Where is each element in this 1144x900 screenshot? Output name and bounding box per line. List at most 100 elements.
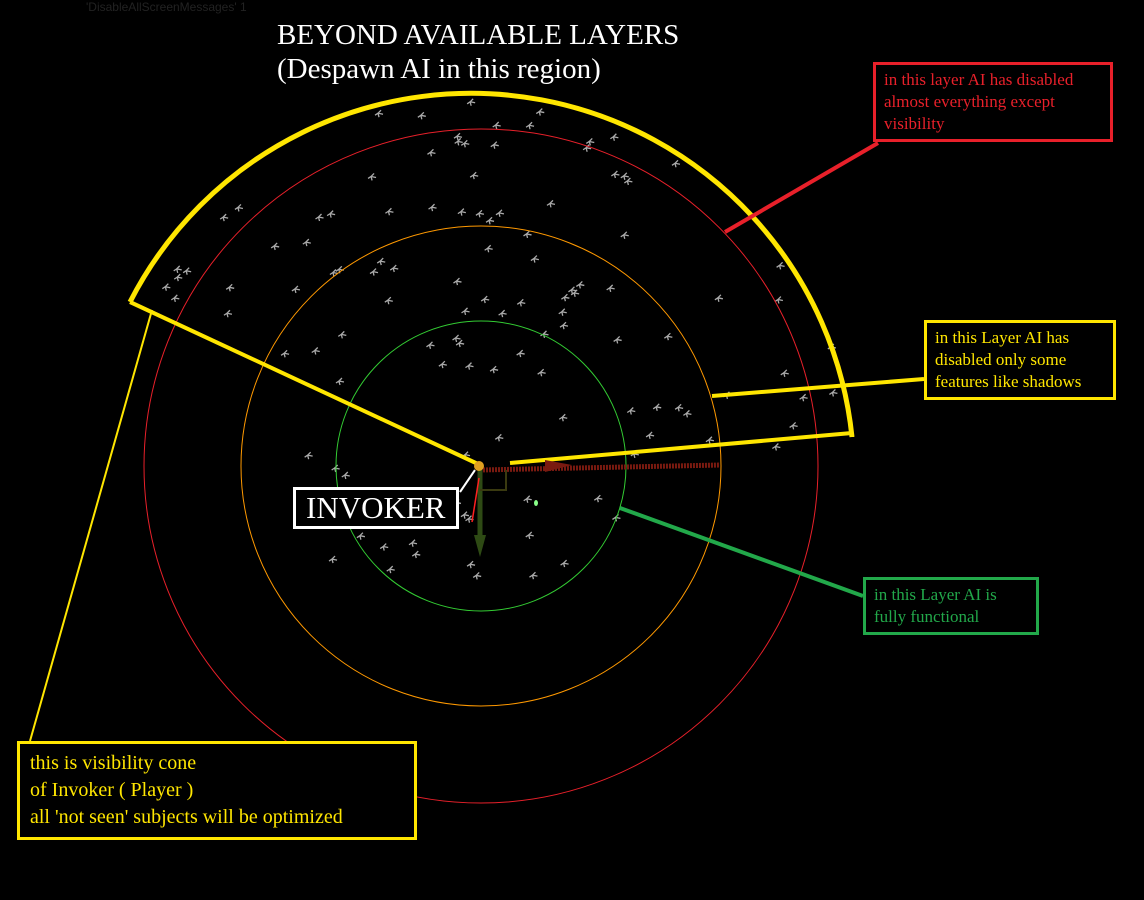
ai-agent — [356, 532, 366, 540]
ai-agent — [466, 560, 476, 569]
red-layer-label: in this layer AI has disabled almost eve… — [873, 62, 1113, 142]
ai-agent — [626, 407, 636, 415]
ai-agent — [280, 349, 290, 358]
ai-agent — [829, 388, 838, 397]
orange-layer-label: in this Layer AI has disabled only some … — [924, 320, 1116, 400]
ai-agent — [460, 511, 470, 519]
green-leader-line — [619, 506, 864, 598]
ai-agent — [376, 257, 386, 266]
ai-agent — [611, 170, 620, 179]
ai-agent — [438, 360, 447, 369]
ai-agent — [326, 210, 336, 218]
ai-agent — [535, 108, 545, 116]
ai-agent — [525, 531, 534, 540]
ai-agents — [161, 98, 838, 580]
ai-agent — [705, 436, 715, 444]
ai-agent — [546, 199, 556, 208]
ai-agent — [585, 137, 595, 146]
ai-agent — [389, 264, 399, 273]
ai-agent — [558, 413, 568, 422]
ai-agent — [341, 471, 350, 480]
ai-agent — [560, 559, 569, 568]
ai-agent — [671, 159, 681, 168]
ai-agent — [367, 173, 377, 181]
ai-agent — [485, 216, 495, 225]
ai-agent — [304, 451, 313, 460]
ai-agent — [472, 571, 482, 580]
ai-agent — [182, 267, 192, 275]
ai-agent — [490, 141, 499, 149]
red-leader-line — [723, 141, 880, 234]
ai-agent — [523, 230, 532, 239]
green-layer-circle — [335, 320, 627, 612]
ai-agent — [529, 571, 538, 580]
ai-agent — [461, 307, 470, 316]
ai-agent — [384, 296, 393, 305]
ai-agent — [609, 133, 619, 141]
orange-layer-circle — [240, 225, 722, 707]
green-layer-label: in this Layer AI is fully functional — [863, 577, 1039, 635]
ai-agent — [302, 238, 311, 247]
cone-edge-right — [509, 431, 853, 465]
ai-agent — [537, 368, 546, 377]
ai-agent — [161, 283, 171, 291]
ai-agent — [417, 111, 426, 120]
ai-agent — [408, 539, 418, 547]
ai-agent — [525, 121, 535, 130]
debug-text: 'DisableAllScreenMessages' 1 — [86, 0, 247, 14]
invoker-label: INVOKER — [293, 487, 459, 529]
ai-agent — [523, 495, 532, 503]
ai-agent — [475, 209, 485, 218]
ai-agent — [575, 280, 585, 289]
ai-agent — [454, 137, 463, 146]
ai-agent — [568, 286, 577, 294]
ai-agent — [465, 515, 474, 523]
ai-agent — [234, 203, 244, 212]
ai-agent — [620, 231, 629, 239]
ai-agent — [426, 341, 435, 349]
ai-agent — [453, 132, 463, 141]
ai-agent — [369, 268, 379, 276]
title: BEYOND AVAILABLE LAYERS (Despawn AI in t… — [277, 19, 680, 85]
ai-agent — [465, 362, 474, 370]
orange-leader-line — [711, 377, 925, 398]
ai-agent — [335, 265, 344, 274]
ai-agent — [645, 431, 655, 440]
ai-agent — [311, 347, 320, 355]
ai-agent — [411, 550, 421, 559]
ai-agent — [799, 393, 808, 402]
ai-agent — [173, 273, 183, 282]
ai-agent — [374, 109, 384, 118]
ai-agent — [386, 565, 395, 574]
ai-agent — [173, 265, 182, 274]
ai-agent — [385, 207, 394, 216]
ai-agent — [561, 293, 570, 302]
ai-agent — [452, 334, 461, 343]
ai-agent — [469, 171, 479, 180]
ai-agent — [559, 321, 569, 330]
ai-agent — [613, 335, 622, 344]
red-layer-circle — [143, 128, 819, 804]
ai-agent — [329, 269, 339, 277]
ai-agent — [780, 369, 789, 377]
ai-agent — [516, 298, 526, 307]
ai-agent — [225, 283, 235, 292]
ai-agent — [219, 213, 229, 222]
ai-agent — [455, 339, 465, 348]
ai-agent — [428, 203, 437, 212]
visibility-cone-arc — [127, 90, 855, 438]
cone-label: this is visibility cone of Invoker ( Pla… — [17, 741, 417, 840]
ai-agent — [714, 294, 724, 302]
ai-agent — [494, 433, 504, 442]
ai-agent — [624, 177, 633, 186]
ai-agent — [683, 409, 692, 418]
ai-agent — [776, 261, 785, 270]
ai-agent — [593, 494, 603, 503]
ai-agent — [558, 308, 567, 316]
ai-agent — [453, 277, 462, 286]
ai-agent — [291, 285, 301, 294]
ai-agent — [489, 365, 499, 374]
ai-agent — [498, 309, 507, 318]
ai-agent — [789, 421, 798, 430]
